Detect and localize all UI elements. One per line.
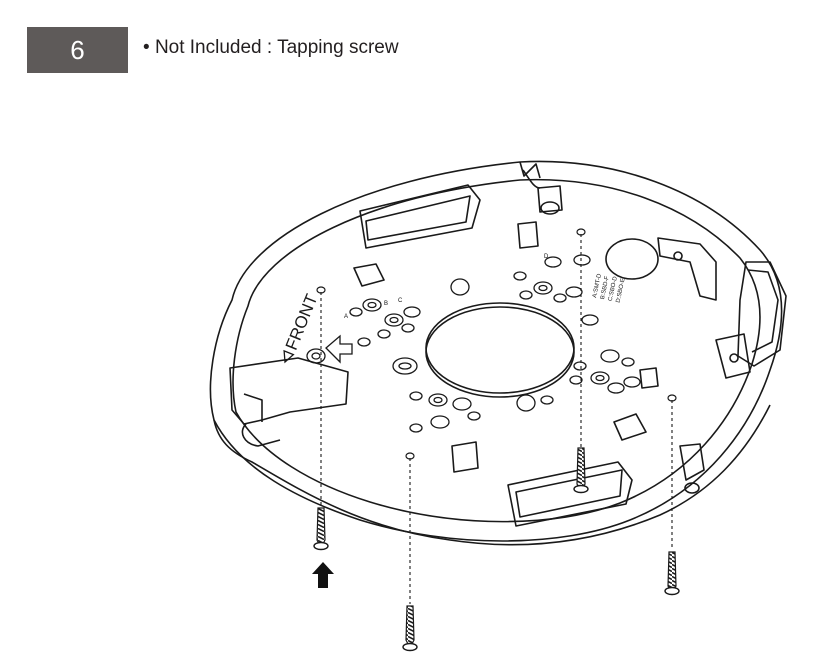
part-code-text: A:SMT-D B:SBD-F C:SBO-D D:SBO-E	[592, 273, 627, 304]
screw-icon	[573, 447, 589, 494]
hole-label-d: D	[544, 254, 549, 260]
part-code-a: A:SMT-D	[592, 273, 603, 299]
step-number-box: 6	[27, 27, 128, 73]
front-arrow-icon	[325, 334, 353, 364]
screw-icon	[664, 551, 680, 596]
hole-label-a: A	[344, 314, 348, 320]
screw-icon	[402, 605, 418, 652]
mount-plate	[209, 160, 787, 546]
hole-clusters	[306, 254, 641, 433]
note-text: Not Included : Tapping screw	[154, 37, 399, 58]
hole-letter-labels: A B C D	[344, 254, 549, 320]
up-arrow-icon	[312, 562, 334, 588]
bullet: •	[143, 37, 150, 58]
hole-label-b: B	[384, 301, 388, 307]
part-code-d: D:SBO-E	[616, 278, 627, 303]
hole-label-c: C	[398, 298, 403, 304]
front-text: FRONT	[282, 291, 322, 352]
step-number: 6	[70, 34, 85, 65]
front-triangle-icon	[283, 349, 295, 364]
part-code-b: B:SBD-F	[600, 275, 611, 300]
part-code-c: C:SBO-D	[608, 275, 619, 301]
screw-hole-markers	[316, 228, 677, 460]
front-label: FRONT	[282, 291, 322, 364]
screw-icon	[313, 507, 329, 551]
note-line: • Not Included : Tapping screw	[143, 37, 399, 59]
screw-guide-lines	[320, 234, 673, 604]
